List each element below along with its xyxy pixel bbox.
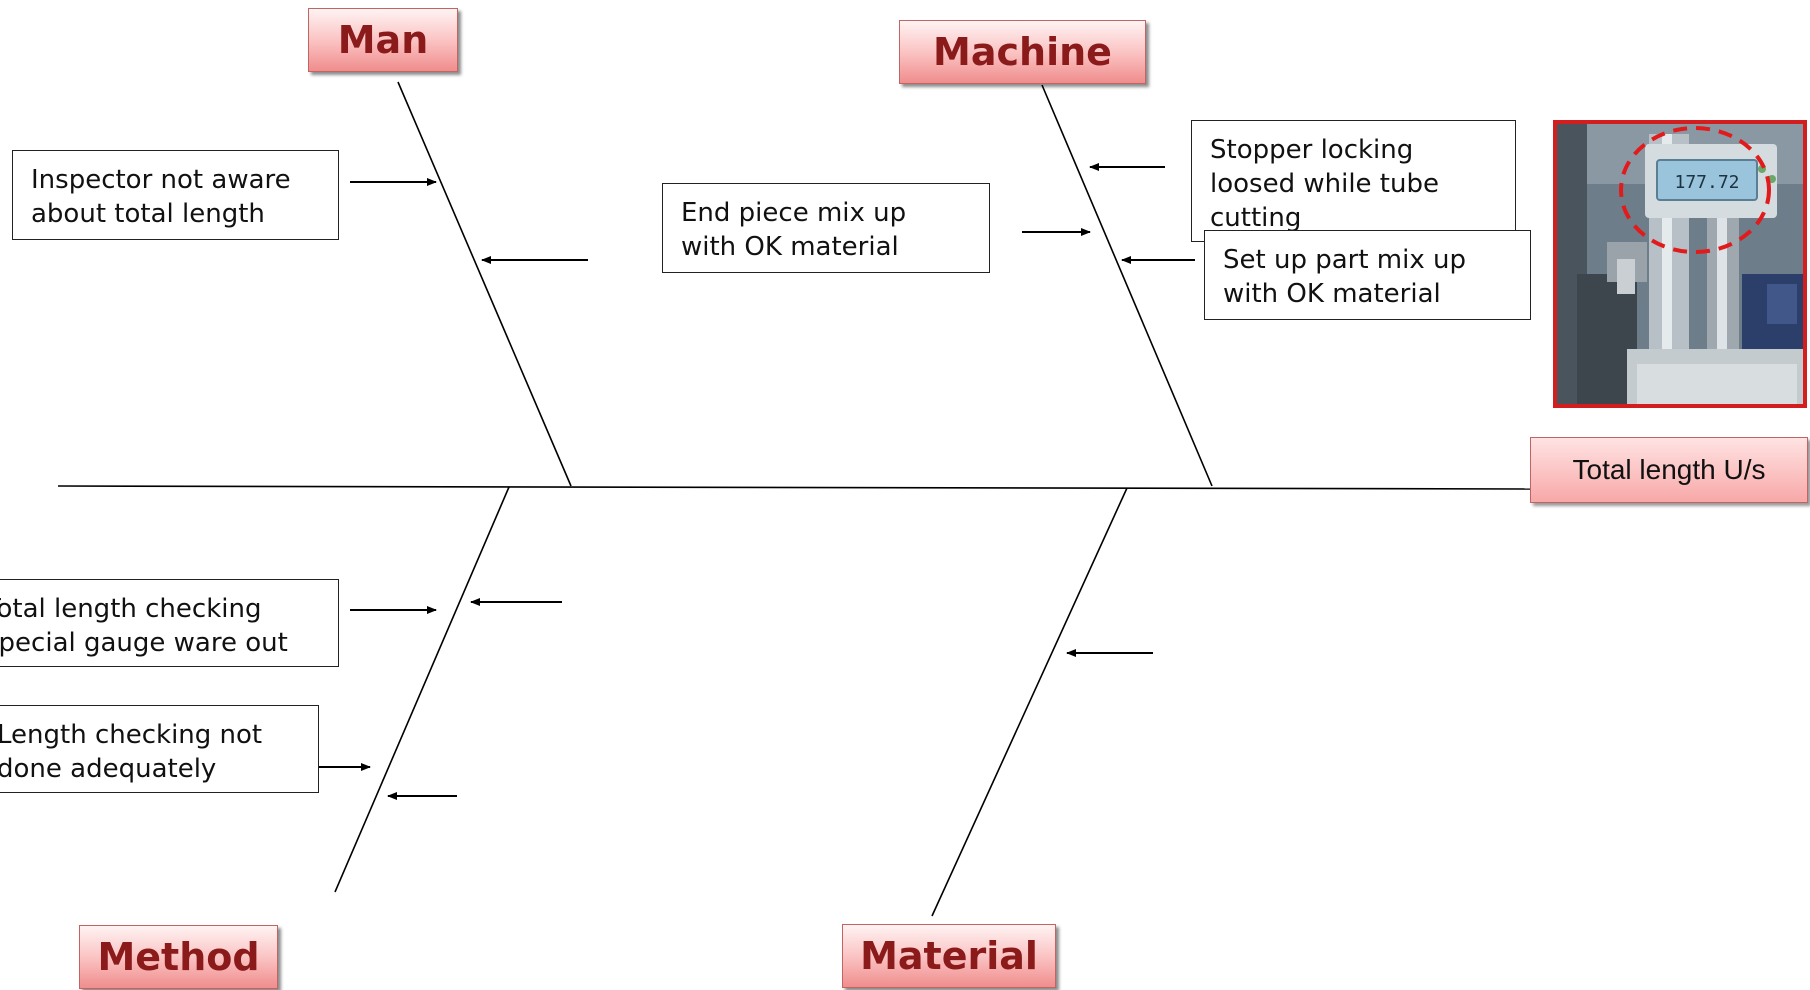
bone-method <box>334 486 510 893</box>
bone-man <box>397 81 572 487</box>
category-machine: Machine <box>899 20 1146 84</box>
gauge-photo: 177.72 <box>1553 120 1807 408</box>
cause-inspector-not-aware: Inspector not aware about total length <box>12 150 339 240</box>
height-gauge-image: 177.72 <box>1557 124 1803 404</box>
gauge-display-reading: 177.72 <box>1674 172 1739 193</box>
cause-stopper-locking-loosed: Stopper locking loosed while tube cuttin… <box>1191 120 1516 242</box>
spine-line <box>57 485 1531 490</box>
cause-length-checking-not-adequate: Length checking not done adequately <box>0 705 319 793</box>
bone-machine <box>1041 84 1213 487</box>
cause-set-up-part-mix-up: Set up part mix up with OK material <box>1204 230 1531 320</box>
cause-end-piece-mix-up: End piece mix up with OK material <box>662 183 990 273</box>
category-man: Man <box>308 8 458 72</box>
cause-special-gauge-ware-out: Total length checking special gauge ware… <box>0 579 339 667</box>
category-method: Method <box>79 925 278 989</box>
category-material: Material <box>842 924 1056 988</box>
effect-box: Total length U/s <box>1530 437 1808 503</box>
bone-material <box>931 487 1128 917</box>
highlight-circle <box>1619 126 1771 254</box>
